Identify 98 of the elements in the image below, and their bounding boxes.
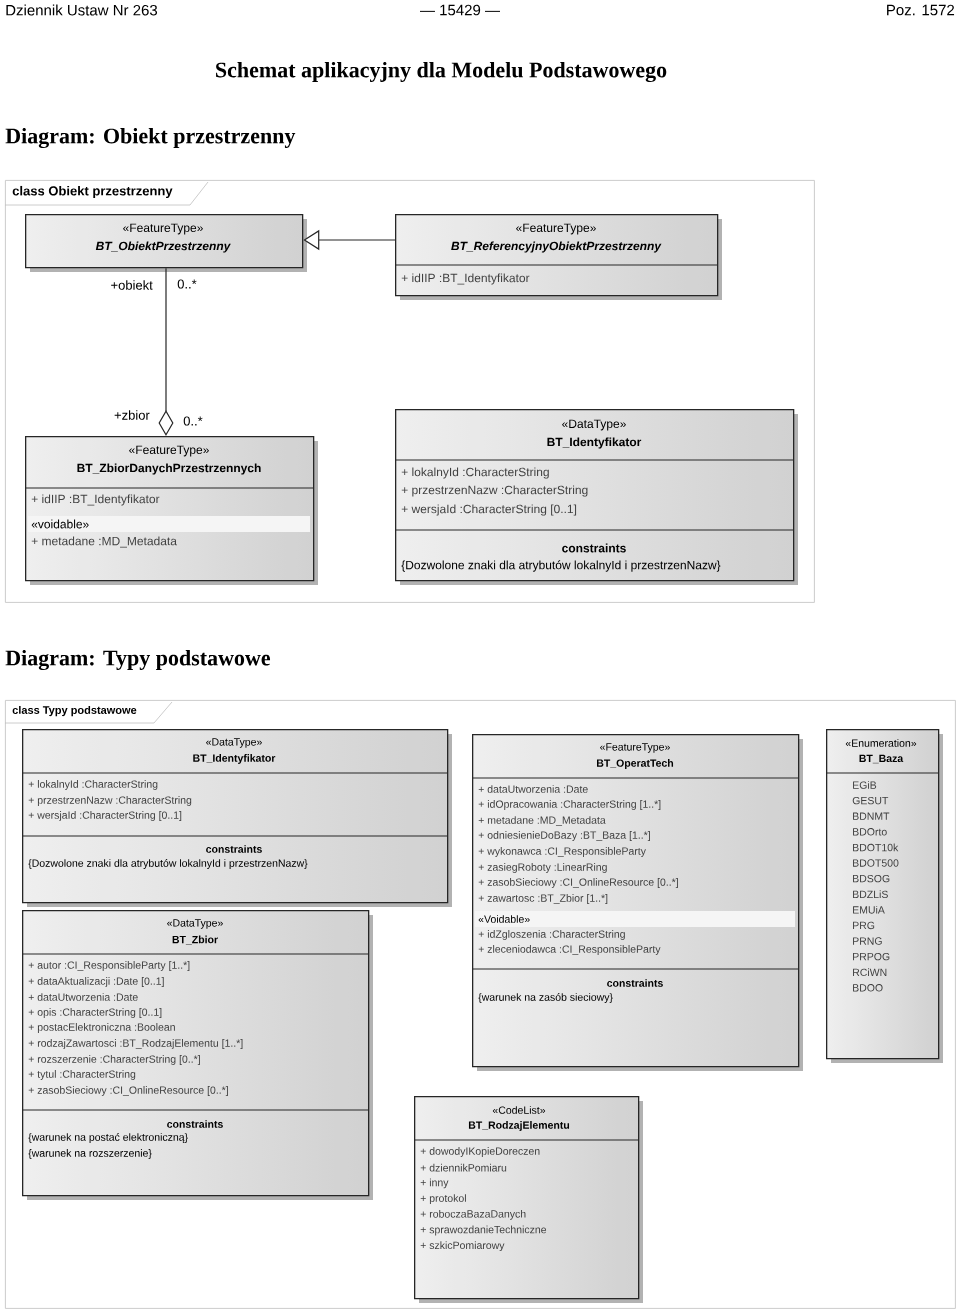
attribute-text: + zawartosc :BT_Zbior [1..*] (478, 894, 608, 904)
attribute-text: + wykonawca :CI_ResponsibleParty (478, 847, 646, 857)
role-label: +zbior (114, 410, 150, 420)
attribute-text: + dziennikPomiaru (420, 1163, 507, 1172)
class-box (413, 1096, 643, 1303)
attribute-text: + idIIP :BT_Identyfikator (401, 273, 530, 285)
class-name: BT_RodzajElementu (468, 1121, 570, 1131)
attribute-text: + rodzajZawartosci :BT_RodzajElementu [1..*] (28, 1039, 243, 1049)
attribute-text: + zleceniodawca :CI_ResponsibleParty (478, 945, 661, 955)
section-heading: Diagram: Obiekt przestrzenny (5, 127, 296, 149)
role-label: +obiekt (111, 280, 153, 290)
attribute-text: + dowodyIKopieDoreczen (420, 1147, 540, 1157)
stereotype-label: «FeatureType» (516, 223, 596, 235)
attribute-text: + przestrzenNazw :CharacterString (401, 485, 588, 497)
class-box (25, 214, 307, 272)
constraint-text: {warunek na postać elektroniczną} (28, 1133, 188, 1143)
attribute-text: + dataUtworzenia :Date (478, 785, 588, 793)
stereotype-label: «Voidable» (475, 911, 795, 927)
compartment-heading: constraints (206, 845, 262, 853)
attribute-text: + postacElektroniczna :Boolean (28, 1023, 175, 1033)
attribute-text: + sprawozdanieTechniczne (420, 1225, 547, 1236)
attribute-text: PRG (853, 921, 875, 930)
stereotype-label: «CodeList» (492, 1106, 546, 1114)
attribute-text: + dataUtworzenia :Date (28, 993, 138, 1001)
constraint-text: {warunek na zasób sieciowy} (478, 993, 613, 1003)
attribute-text: + rozszerzenie :CharacterString [0..*] (28, 1055, 200, 1065)
page-header: Poz. 1572 (887, 4, 955, 16)
class-name: BT_Identyfikator (193, 754, 276, 764)
class-box (394, 214, 722, 300)
attribute-text: + autor :CI_ResponsibleParty [1..*] (28, 961, 190, 971)
class-name: BT_Zbior (172, 935, 218, 945)
page-header: Dziennik Ustaw Nr 263 (6, 4, 158, 16)
stereotype-label: «FeatureType» (129, 445, 209, 457)
attribute-text: + tytul :CharacterString (28, 1070, 136, 1080)
attribute-text: + opis :CharacterString [0..1] (28, 1008, 162, 1018)
class-box (21, 729, 452, 907)
attribute-text: + wersjaId :CharacterString [0..1] (401, 504, 577, 516)
section-heading: Diagram: Typy podstawowe (5, 649, 271, 671)
constraint-text: {Dozwolone znaki dla atrybutów lokalnyId i przestrzenNazw} (28, 859, 308, 869)
attribute-text: + szkicPomiarowy (420, 1241, 505, 1252)
class-name: BT_ReferencyjnyObiektPrzestrzenny (451, 241, 662, 253)
attribute-text: BDOrto (853, 828, 887, 836)
attribute-text: + metadane :MD_Metadata (478, 816, 606, 826)
attribute-text: BDNMT (853, 812, 890, 820)
attribute-text: + idIIP :BT_Identyfikator (31, 494, 160, 506)
class-name: BT_ZbiorDanychPrzestrzennych (77, 463, 261, 475)
class-box (825, 729, 943, 1063)
attribute-text: + protokol (420, 1194, 466, 1204)
attribute-text: BDOT500 (853, 859, 899, 867)
attribute-text: + metadane :MD_Metadata (31, 536, 177, 548)
attribute-text: + lokalnyId :CharacterString (28, 780, 158, 790)
attribute-text: GESUT (852, 796, 889, 805)
compartment-heading: constraints (167, 1120, 223, 1128)
attribute-text: EMUiA (853, 905, 885, 914)
attribute-text: PRPOG (853, 952, 890, 961)
attribute-text: + zasiegRoboty :LinearRing (478, 863, 607, 873)
stereotype-label: «voidable» (28, 516, 310, 532)
class-box (394, 409, 798, 585)
stereotype-label: «DataType» (206, 738, 262, 748)
stereotype-label: «FeatureType» (123, 223, 203, 235)
attribute-text: + inny (420, 1178, 449, 1189)
class-name: BT_Identyfikator (547, 437, 642, 449)
stereotype-label: «FeatureType» (600, 743, 670, 753)
attribute-text: BDOT10k (853, 843, 899, 852)
class-name: BT_ObiektPrzestrzenny (95, 241, 231, 253)
compartment-heading: constraints (562, 543, 626, 553)
class-box (471, 734, 803, 1071)
page-number: — 15429 — (420, 4, 500, 16)
attribute-text: BDSOG (853, 874, 890, 883)
attribute-text: RCiWN (853, 968, 887, 977)
stereotype-label: «DataType» (562, 419, 626, 431)
multiplicity-label: 0..* (177, 279, 197, 289)
attribute-text: EGiB (853, 781, 877, 789)
stereotype-label: «DataType» (167, 919, 223, 929)
attribute-text: + odniesienieDoBazy :BT_Baza [1..*] (478, 831, 650, 841)
attribute-text: + dataAktualizacji :Date [0..1] (28, 977, 164, 987)
class-box (21, 910, 373, 1200)
attribute-text: + lokalnyId :CharacterString (401, 467, 549, 479)
class-box (24, 436, 318, 585)
attribute-text: PRNG (853, 937, 882, 945)
aggregation-line (158, 267, 174, 436)
class-name: BT_OperatTech (597, 759, 674, 769)
constraint-text: {Dozwolone znaki dla atrybutów lokalnyId i przestrzenNazw} (401, 560, 721, 572)
attribute-text: BDOO (853, 984, 883, 992)
attribute-text: + wersjaId :CharacterString [0..1] (28, 811, 182, 821)
page-title: Schemat aplikacyjny dla Modelu Podstawowego (216, 61, 667, 83)
class-name: BT_Baza (859, 754, 904, 764)
multiplicity-label: 0..* (183, 416, 203, 426)
attribute-text: + idOpracowania :CharacterString [1..*] (478, 800, 661, 810)
attribute-text: + zasobSieciowy :CI_OnlineResource [0..*] (28, 1086, 228, 1096)
attribute-text: + roboczaBazaDanych (420, 1209, 526, 1220)
attribute-text: + przestrzenNazw :CharacterString (28, 796, 192, 806)
attribute-text: BDZLiS (853, 890, 888, 899)
stereotype-label: «Enumeration» (845, 739, 917, 747)
attribute-text: + idZgloszenia :CharacterString (478, 930, 625, 940)
attribute-text: + zasobSieciowy :CI_OnlineResource [0..*] (478, 878, 678, 888)
compartment-heading: constraints (607, 979, 663, 987)
constraint-text: {warunek na rozszerzenie} (28, 1149, 152, 1159)
